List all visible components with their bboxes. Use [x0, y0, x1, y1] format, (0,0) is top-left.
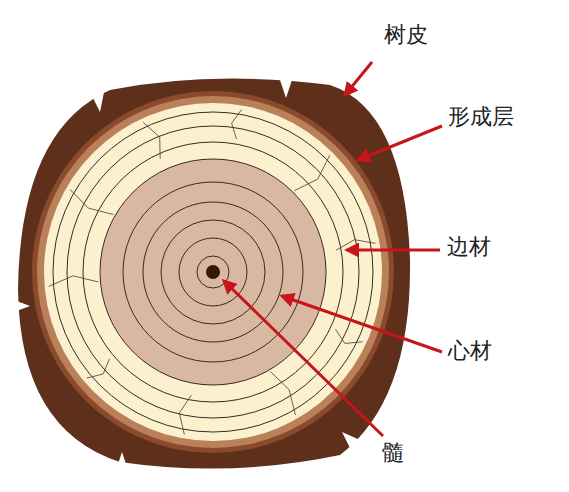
- growth-ring: [53, 112, 373, 432]
- radial-crack: [294, 155, 329, 190]
- part-label: 心材: [448, 338, 492, 364]
- sapwood: [44, 103, 382, 441]
- growth-rings: [53, 112, 373, 432]
- growth-ring: [179, 238, 247, 306]
- pith: [206, 265, 220, 279]
- radial-crack: [179, 395, 191, 434]
- radial-crack: [70, 190, 113, 215]
- radial-crack: [271, 372, 296, 415]
- leader-arrow: [347, 249, 440, 252]
- radial-crack: [49, 276, 99, 287]
- leader-arrow: [358, 126, 442, 160]
- bark: [18, 79, 410, 469]
- growth-ring: [83, 142, 343, 402]
- part-label: 边材: [447, 234, 491, 260]
- part-label: 形成层: [448, 104, 514, 130]
- growth-ring: [67, 126, 359, 418]
- leader-arrow: [282, 296, 442, 352]
- leader-arrows: [224, 62, 442, 436]
- radial-crack: [232, 110, 242, 140]
- leader-arrow: [345, 62, 372, 95]
- leader-arrow: [224, 281, 383, 436]
- growth-ring: [143, 202, 283, 342]
- part-label: 髓: [382, 440, 404, 466]
- cambium: [32, 91, 394, 453]
- radial-crack: [87, 359, 110, 378]
- radial-crack: [143, 122, 160, 158]
- radial-cracks: [49, 110, 376, 435]
- bark-cracks: [14, 80, 414, 470]
- radial-crack: [335, 329, 362, 343]
- growth-ring: [161, 220, 265, 324]
- growth-ring: [123, 182, 303, 362]
- growth-ring: [100, 159, 326, 385]
- inner-bark-ring: [37, 96, 389, 448]
- heartwood: [100, 159, 326, 385]
- part-label: 树皮: [384, 22, 428, 48]
